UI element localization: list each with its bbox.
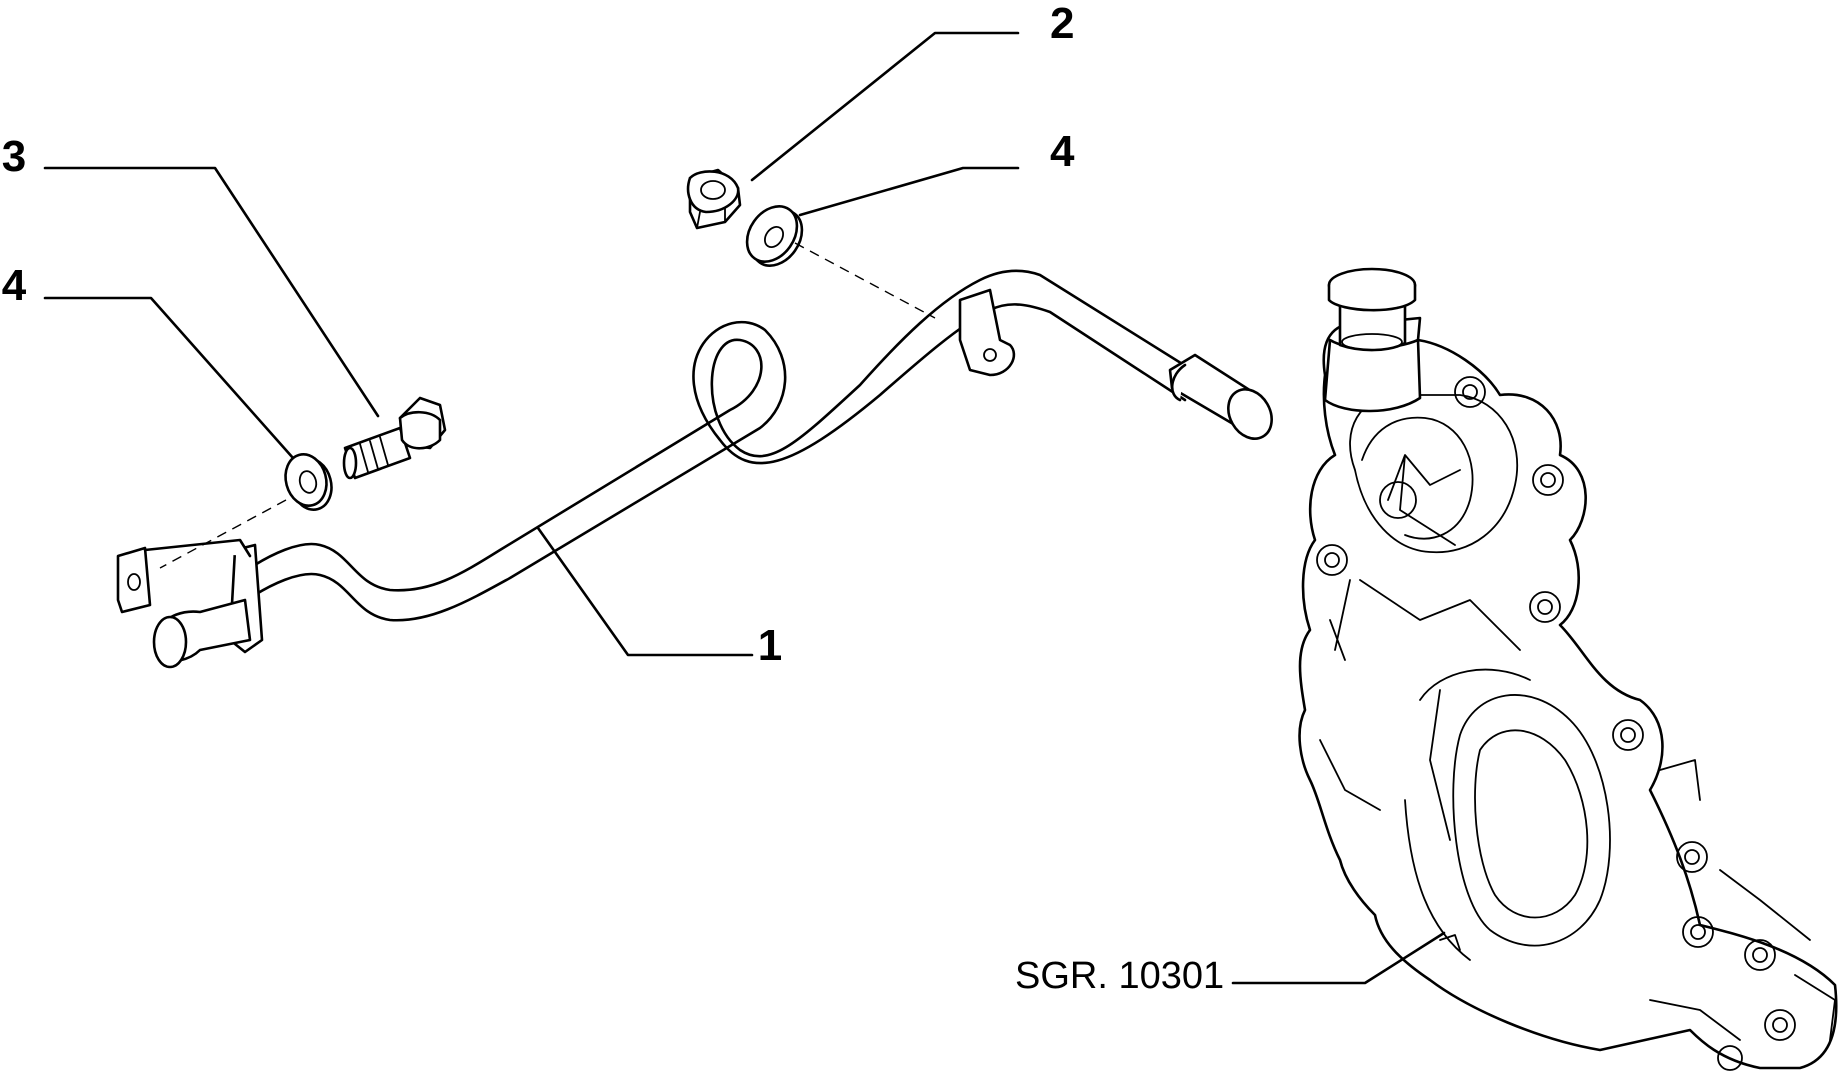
washer-part-4-left <box>284 453 333 511</box>
pump-housing <box>1298 267 1838 1071</box>
callout-label-2: 2 <box>1050 0 1074 48</box>
assembly-dashed-lines <box>159 242 936 569</box>
callout-label-4-left: 4 <box>2 261 27 310</box>
callout-label-3: 3 <box>2 132 26 181</box>
reference-label: SGR. 10301 <box>1015 955 1224 997</box>
callout-label-1: 1 <box>758 621 782 670</box>
bolt-part-3 <box>342 396 447 480</box>
washer-part-4-right <box>745 205 804 267</box>
hex-nut-part-2 <box>686 168 742 230</box>
callout-label-4-right: 4 <box>1050 127 1075 176</box>
leader-lines <box>43 31 1446 985</box>
tube-part-1 <box>116 269 1273 669</box>
